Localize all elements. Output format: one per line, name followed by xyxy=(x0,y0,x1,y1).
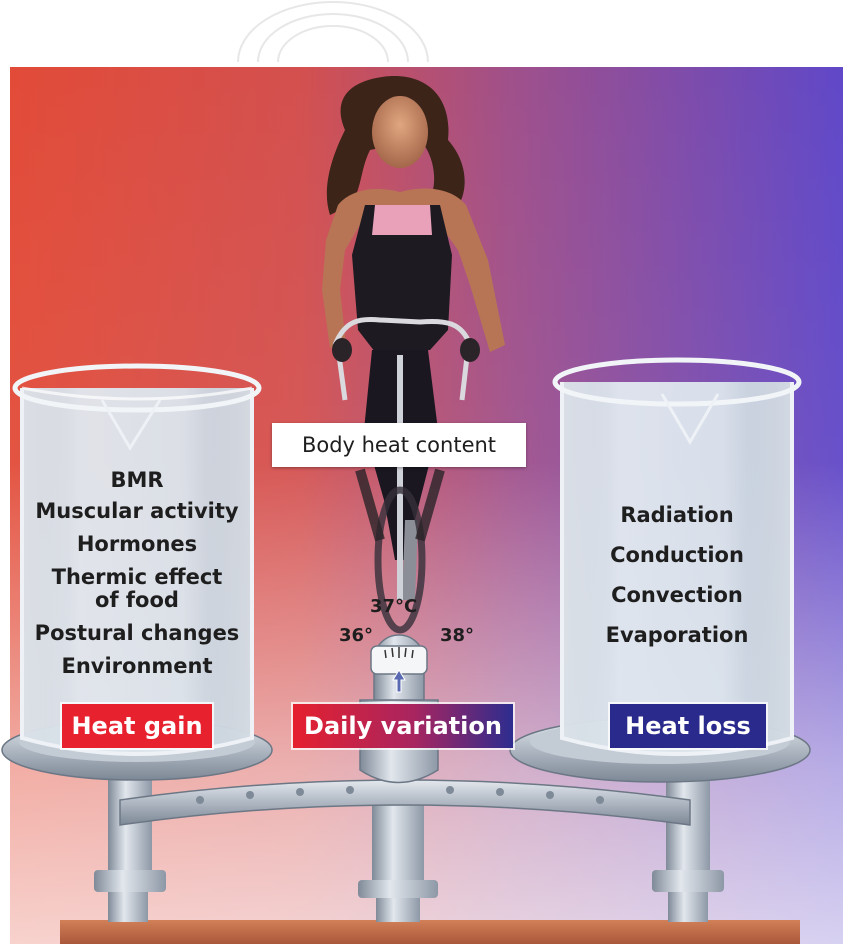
heat-loss-factors: Radiation Conduction Convection Evaporat… xyxy=(562,505,792,646)
gauge-label-38: 38° xyxy=(440,625,474,646)
body-heat-content-box: Body heat content xyxy=(272,423,526,467)
body-heat-content-title: Body heat content xyxy=(302,433,496,457)
loss-factor-evaporation: Evaporation xyxy=(562,625,792,646)
gain-factor-muscular-activity: Muscular activity xyxy=(22,501,252,522)
heat-gain-label: Heat gain xyxy=(62,704,212,748)
gain-factor-environment: Environment xyxy=(22,656,252,677)
loss-factor-convection: Convection xyxy=(562,585,792,606)
table-top xyxy=(60,920,800,944)
gain-factor-thermic-effect: Thermic effect xyxy=(22,567,252,588)
thermometer-gauge xyxy=(371,635,427,700)
watermark-emblem xyxy=(238,2,428,62)
heat-gain-factors: BMR Muscular activity Hormones Thermic e… xyxy=(22,470,252,677)
gain-factor-postural-changes: Postural changes xyxy=(22,623,252,644)
gauge-label-37: 37°C xyxy=(370,596,417,617)
gain-factor-of-food: of food xyxy=(22,590,252,611)
loss-factor-conduction: Conduction xyxy=(562,545,792,566)
gauge-label-36: 36° xyxy=(339,625,373,646)
gain-factor-hormones: Hormones xyxy=(22,534,252,555)
heat-loss-label: Heat loss xyxy=(610,704,766,748)
gain-factor-bmr: BMR xyxy=(22,470,252,491)
loss-factor-radiation: Radiation xyxy=(562,505,792,526)
daily-variation-label: Daily variation xyxy=(293,704,513,748)
